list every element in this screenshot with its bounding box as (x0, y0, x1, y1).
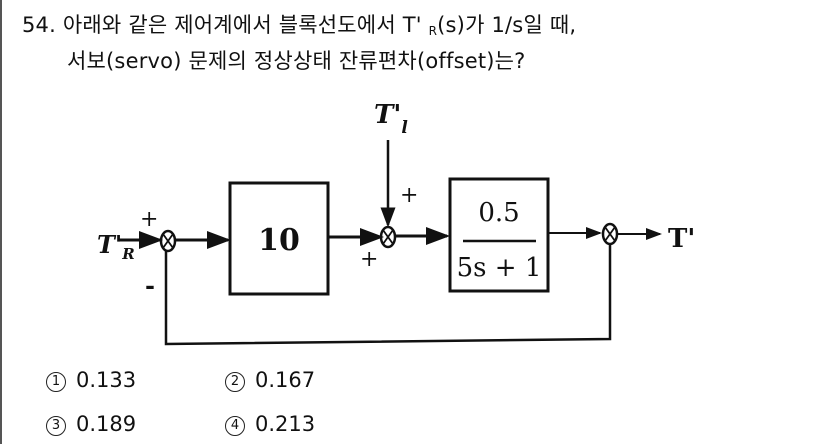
choice-4[interactable]: 4 0.213 (225, 412, 315, 436)
choice-3[interactable]: 3 0.189 (46, 412, 136, 436)
question-line1-prefix: 아래와 같은 제어계에서 블록선도에서 T' (62, 13, 429, 37)
process-block (448, 177, 550, 293)
choice-value: 0.167 (255, 368, 316, 392)
input-label: T'R (97, 230, 135, 263)
sum2-plus-top: + (400, 183, 418, 208)
choice-marker: 3 (46, 416, 66, 436)
choice-marker: 2 (225, 372, 245, 392)
choice-2[interactable]: 2 0.167 (225, 368, 315, 392)
choice-marker: 4 (225, 416, 245, 436)
controller-gain: 10 (258, 223, 300, 258)
question-line-2: 서보(servo) 문제의 정상상태 잔류편차(offset)는? (67, 49, 526, 73)
load-label: T'l (374, 100, 408, 138)
choice-marker: 1 (46, 372, 66, 392)
process-numerator: 0.5 (478, 198, 519, 228)
process-denominator: 5s + 1 (457, 253, 542, 283)
output-label: T' (668, 224, 695, 254)
question-line1-suffix: (s)가 1/s일 때, (437, 13, 577, 37)
question-subscript: R (428, 24, 438, 38)
question-text: 54. 아래와 같은 제어계에서 블록선도에서 T' R(s)가 1/s일 때,… (22, 10, 576, 76)
question-number: 54. (22, 13, 56, 37)
sum2-plus-left: + (360, 247, 378, 272)
choice-value: 0.133 (76, 368, 137, 392)
choice-value: 0.189 (76, 412, 137, 436)
summing-junction-1 (159, 229, 177, 253)
sum1-minus-sign: - (145, 271, 155, 300)
sum1-plus-sign: + (140, 207, 158, 232)
choice-value: 0.213 (255, 412, 316, 436)
question-line-1: 54. 아래와 같은 제어계에서 블록선도에서 T' R(s)가 1/s일 때, (22, 10, 576, 46)
page-left-border (0, 0, 2, 444)
feedback-path (164, 244, 612, 346)
choice-1[interactable]: 1 0.133 (46, 368, 136, 392)
